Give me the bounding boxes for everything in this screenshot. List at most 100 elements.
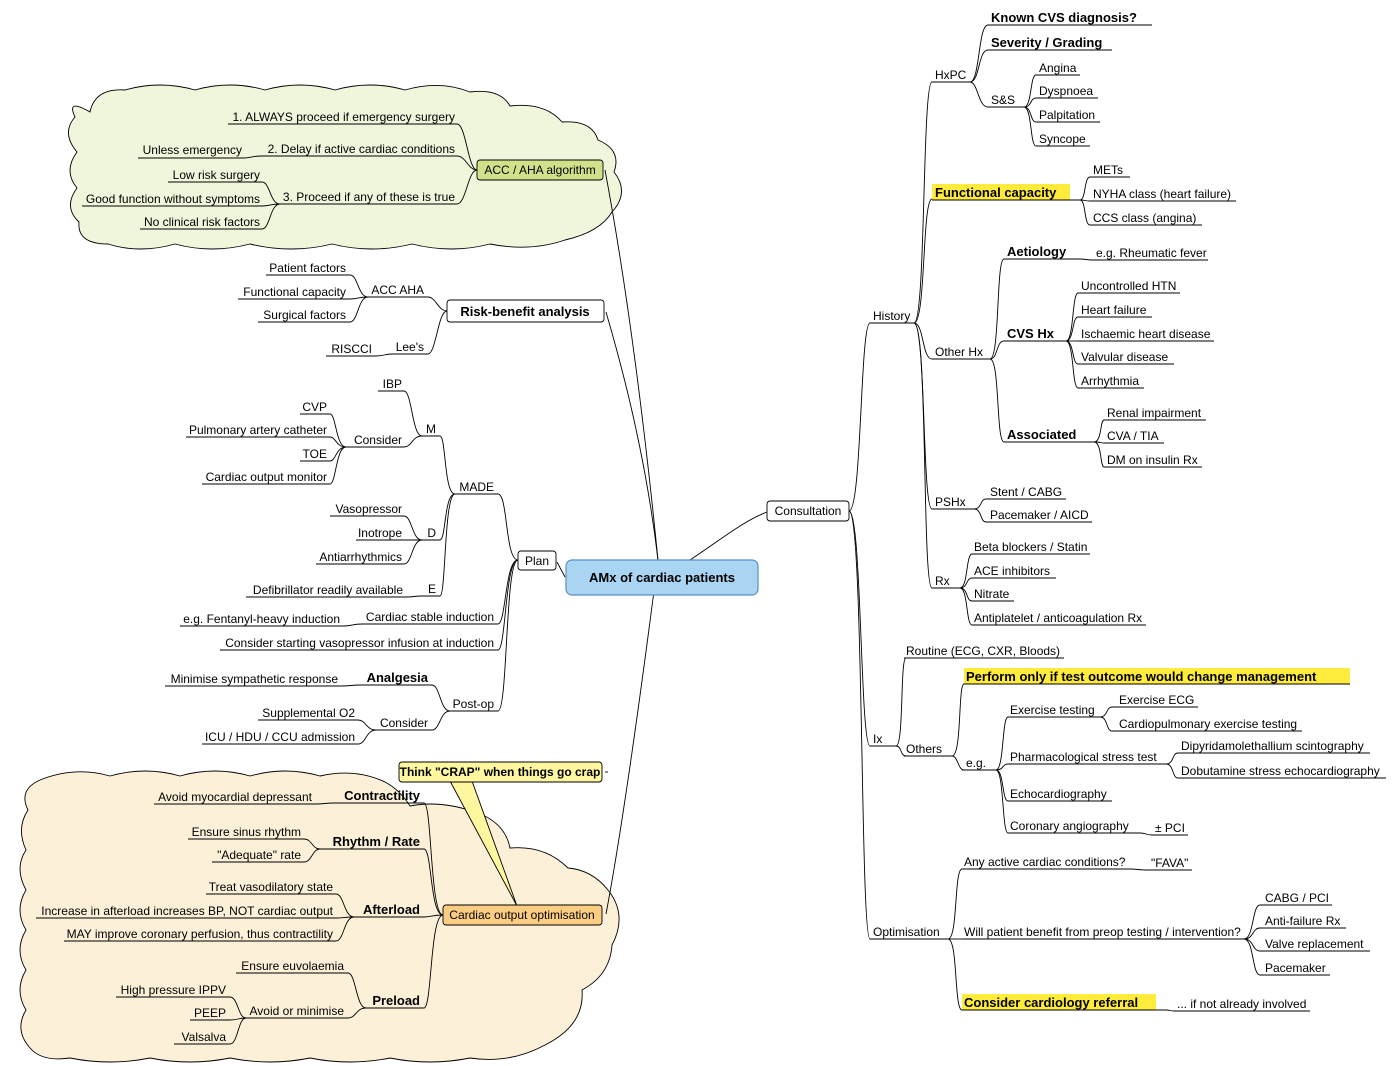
low-risk-surgery: Low risk surgery [173,168,260,182]
consultation-branch: Consultation History HxPC Known CVS diag… [766,10,1386,1012]
valvular-disease: Valvular disease [1081,350,1168,364]
consider-monitoring: Consider [354,433,402,447]
active-cardiac-conditions: Any active cardiac conditions? [964,855,1126,869]
plan-node[interactable] [517,550,557,571]
made-d: D [427,526,436,540]
plan-branch: Plan MADE M IBP Consider CVP Pulmonary a… [165,377,557,745]
minimise-sympathetic: Minimise sympathetic response [171,672,339,686]
referral-highlight [962,994,1156,1010]
contractility: Contractility [344,788,421,803]
valve-replacement: Valve replacement [1265,937,1364,951]
main-connectors [556,169,768,915]
icu-admission: ICU / HDU / CCU admission [205,730,355,744]
made-m: M [426,422,436,436]
cardiac-output-monitor: Cardiac output monitor [206,470,327,484]
no-clinical-risk: No clinical risk factors [144,215,260,229]
risk-benefit-branch: Risk-benefit analysis ACC AHA Patient fa… [238,261,605,357]
investigations: Ix [873,732,882,746]
angina: Angina [1039,61,1077,75]
syncope: Syncope [1039,132,1086,146]
consultation-label: Consultation [775,504,842,518]
acc-aha-branch: ACC / AHA algorithm 1. ALWAYS proceed if… [82,110,604,230]
ischaemic-heart-disease: Ischaemic heart disease [1081,327,1211,341]
cvs-hx: CVS Hx [1007,326,1055,341]
cardiac-stable-induction: Cardiac stable induction [366,610,494,624]
pci: ± PCI [1155,821,1185,835]
crap-callout-label: Think "CRAP" when things go crap [400,765,601,779]
signs-symptoms: S&S [991,93,1015,107]
acc-aha-label: ACC / AHA algorithm [484,163,595,177]
nyha-class: NYHA class (heart failure) [1093,187,1231,201]
other-tests: Others [906,742,942,756]
antiarrhythmics: Antiarrhythmics [319,550,402,564]
dyspnoea: Dyspnoea [1039,84,1093,98]
history: History [873,309,910,323]
lees-index: Lee's [396,340,424,354]
defibrillator: Defibrillator readily available [253,583,403,597]
cvp: CVP [302,400,327,414]
arrhythmia: Arrhythmia [1081,374,1139,388]
coronary-angiography: Coronary angiography [1010,819,1129,833]
functional-capacity-right: Functional capacity [935,185,1057,200]
cpet: Cardiopulmonary exercise testing [1119,717,1297,731]
post-op: Post-op [453,697,495,711]
if-not-involved: ... if not already involved [1177,997,1306,1011]
dipyridamole-scintography: Dipyridamolethallium scintography [1181,739,1364,753]
echocardiography: Echocardiography [1010,787,1107,801]
beta-blockers: Beta blockers / Statin [974,540,1087,554]
green-cloud [68,84,622,250]
risk-benefit-label: Risk-benefit analysis [460,304,589,319]
optimisation: Optimisation [873,925,940,939]
delay-active: 2. Delay if active cardiac conditions [268,142,455,156]
routine-tests: Routine (ECG, CXR, Bloods) [906,644,1060,658]
pacemaker: Pacemaker [1265,961,1326,975]
dm-insulin: DM on insulin Rx [1107,453,1198,467]
vasopressor: Vasopressor [336,502,402,516]
rheumatic-fever: e.g. Rheumatic fever [1096,246,1207,260]
avoid-minimise: Avoid or minimise [250,1004,345,1018]
co-optimisation-label: Cardiac output optimisation [449,908,594,922]
ix-examples: e.g. [966,756,986,770]
pulmonary-artery-catheter: Pulmonary artery catheter [189,423,327,437]
aetiology: Aetiology [1007,244,1067,259]
ibp: IBP [383,377,402,391]
rhythm-rate: Rhythm / Rate [333,834,420,849]
central-topic[interactable]: AMx of cardiac patients [565,559,759,596]
cva-tia: CVA / TIA [1107,429,1159,443]
valsalva: Valsalva [182,1030,227,1044]
may-improve-perfusion: MAY improve coronary perfusion, thus con… [67,927,333,941]
good-function: Good function without symptoms [86,192,260,206]
surgical-factors: Surgical factors [263,308,346,322]
preop-benefit: Will patient benefit from preop testing … [964,925,1241,939]
consider-postop: Consider [380,716,428,730]
exercise-testing: Exercise testing [1010,703,1095,717]
nitrate: Nitrate [974,587,1010,601]
cabg-pci: CABG / PCI [1265,891,1329,905]
pharmacological-stress: Pharmacological stress test [1010,750,1157,764]
fentanyl-induction: e.g. Fentanyl-heavy induction [183,612,340,626]
dobutamine-echo: Dobutamine stress echocardiography [1181,764,1380,778]
unless-emergency: Unless emergency [143,143,242,157]
antiplatelet: Antiplatelet / anticoagulation Rx [974,611,1142,625]
central-topic-label: AMx of cardiac patients [589,570,735,585]
vasopressor-infusion: Consider starting vasopressor infusion a… [225,636,494,650]
patient-factors: Patient factors [269,261,346,275]
inotrope: Inotrope [358,526,402,540]
orange-cloud [19,770,620,1063]
plan-label: Plan [525,554,549,568]
exercise-ecg: Exercise ECG [1119,693,1194,707]
riscci: RISCCI [331,342,372,356]
uncontrolled-htn: Uncontrolled HTN [1081,279,1176,293]
perform-only-highlight [964,668,1350,684]
stent-cabg: Stent / CABG [990,485,1062,499]
peep: PEEP [194,1006,226,1020]
treat-vasodilatory: Treat vasodilatory state [209,880,334,894]
hxpc: HxPC [935,68,967,82]
crap-callout[interactable]: Think "CRAP" when things go crap [398,761,603,783]
functional-capacity-highlight [932,184,1070,200]
analgesia: Analgesia [367,670,429,685]
heart-failure: Heart failure [1081,303,1147,317]
made: MADE [459,480,494,494]
avoid-depressant: Avoid myocardial depressant [158,790,313,804]
